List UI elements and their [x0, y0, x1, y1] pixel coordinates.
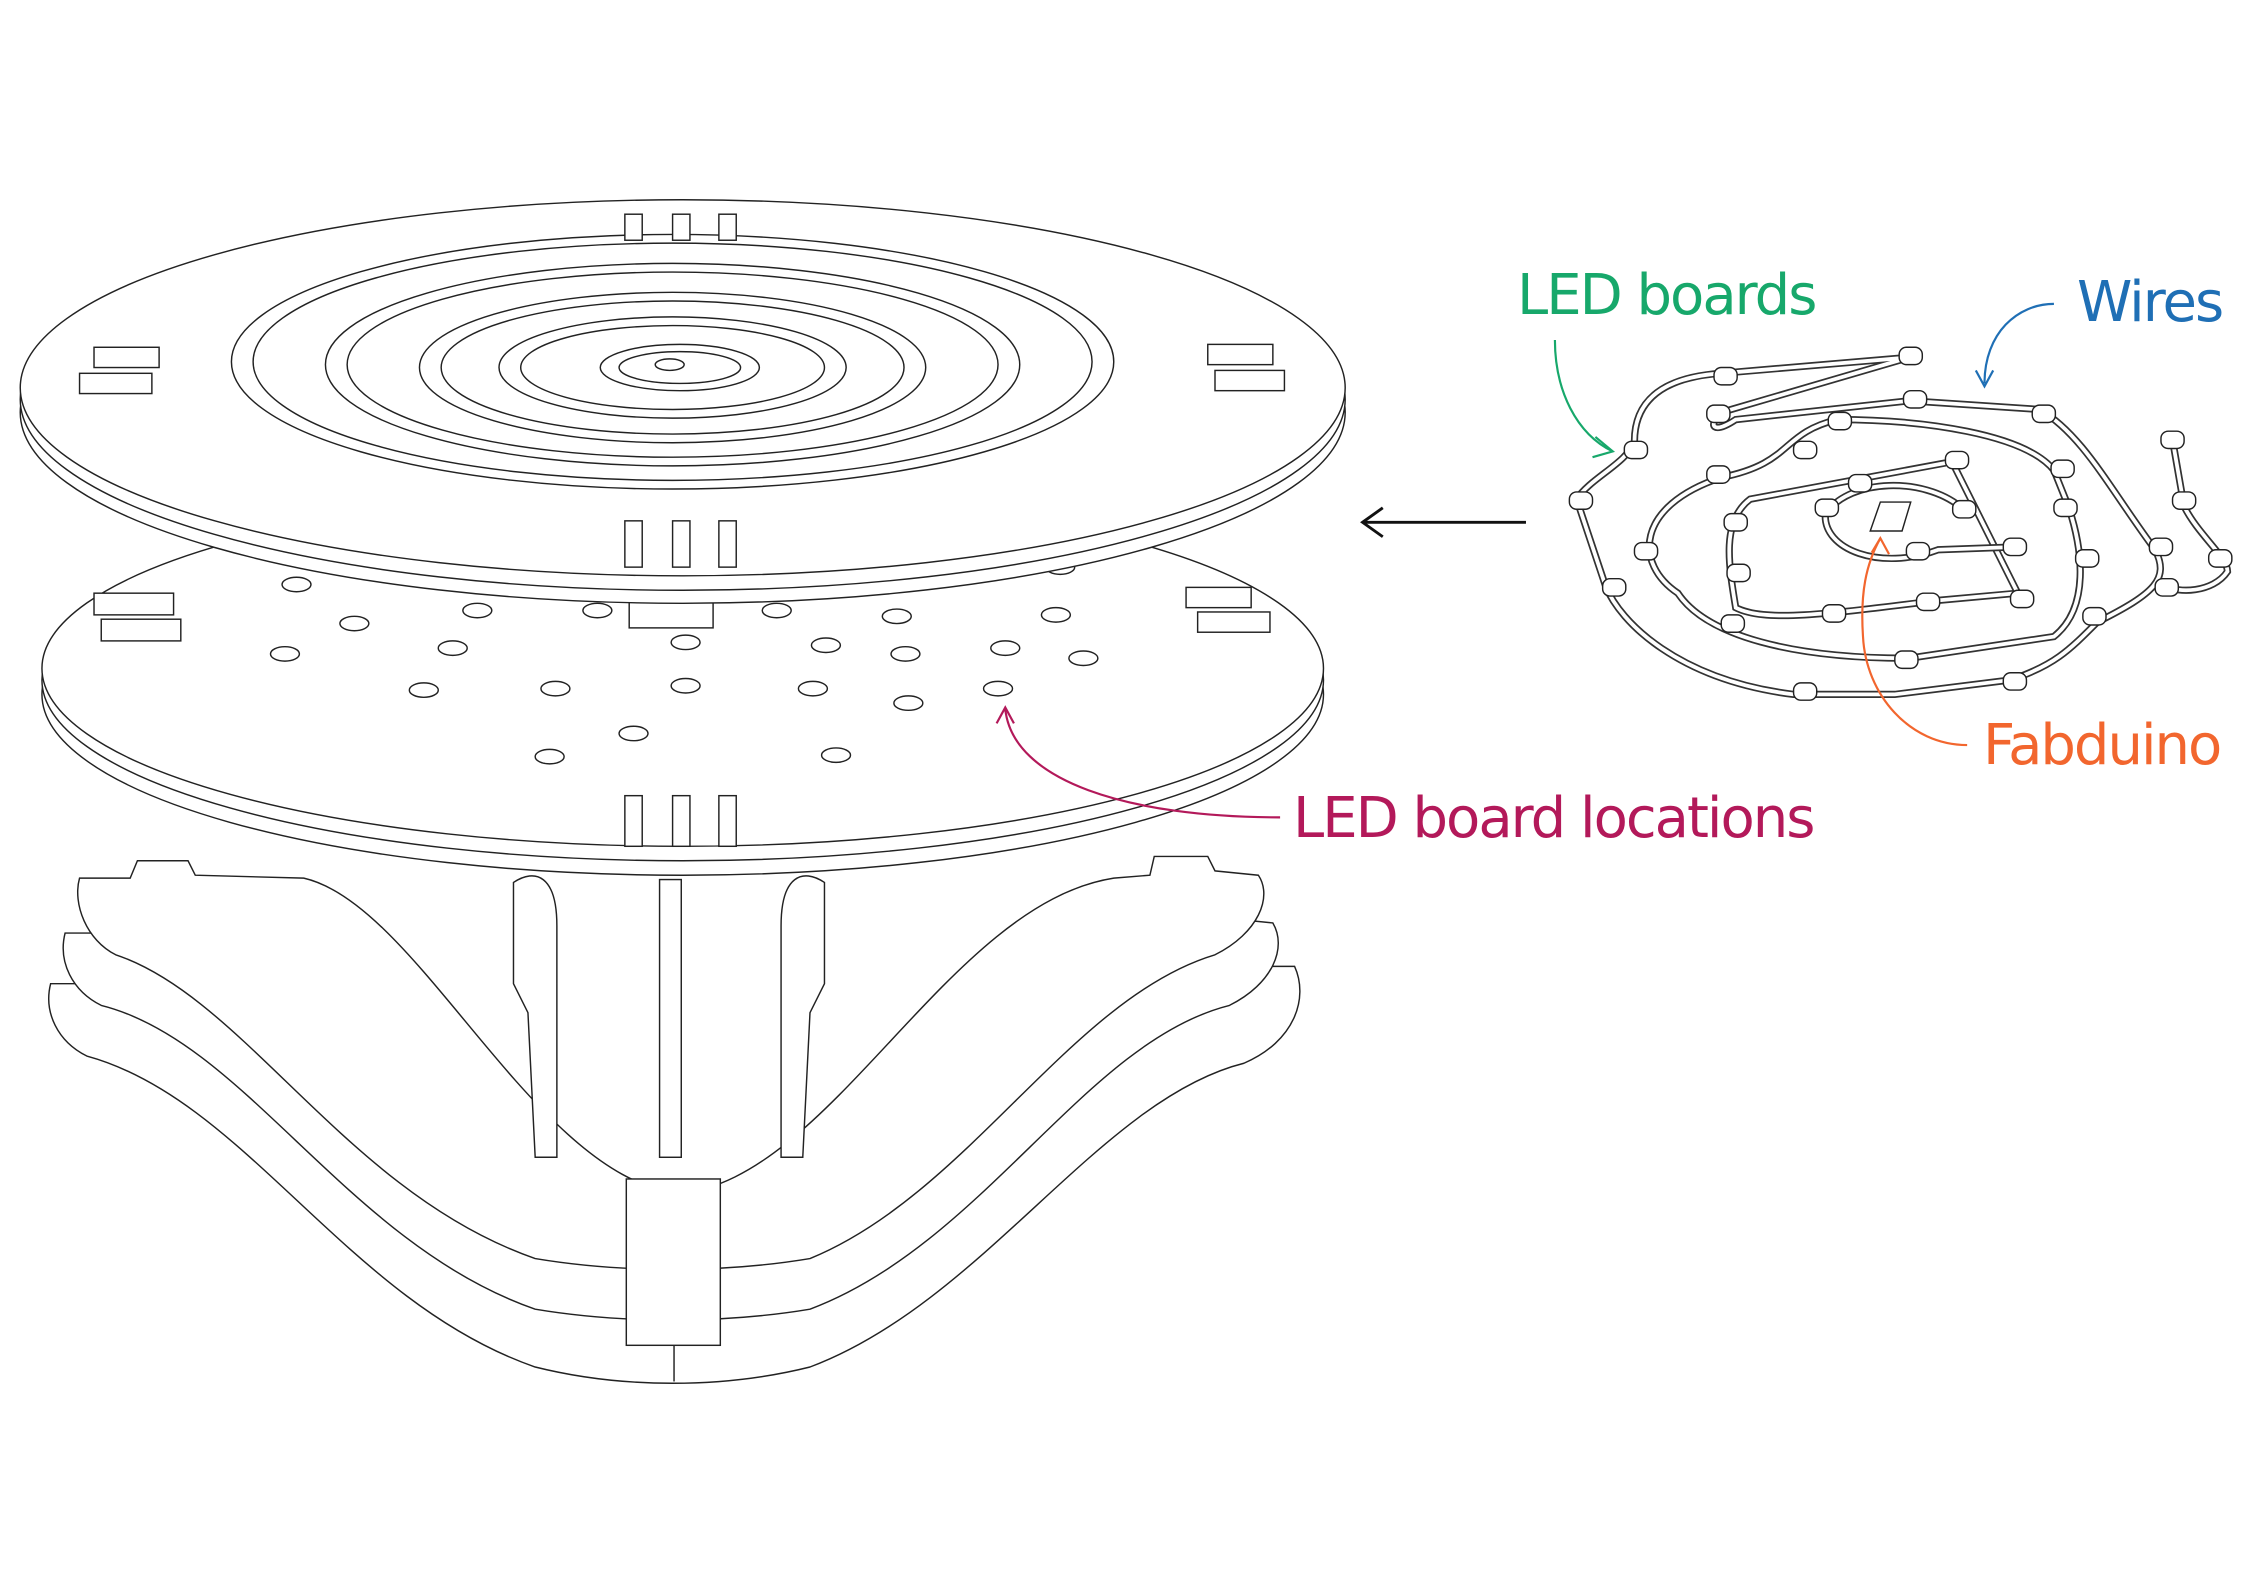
- fabduino-label: Fabduino: [1983, 713, 2222, 778]
- led-boards-callout-arrow: [1553, 340, 1614, 453]
- led-board-disk: [41, 489, 1325, 876]
- wires-callout-arrow: [1983, 302, 2054, 384]
- fabduino-callout-arrow: [1861, 537, 1968, 747]
- led-wire-spiral: [1568, 346, 2233, 701]
- maze-disk: [19, 199, 1346, 605]
- led-board-locations-callout-arrow: [1004, 708, 1281, 819]
- wires-label: Wires: [2077, 270, 2224, 335]
- led-boards-label: LED boards: [1517, 263, 1817, 328]
- led-board-locations-label: LED board locations: [1293, 786, 1815, 851]
- left-arrow-icon: [1360, 506, 1526, 538]
- base-layers: [48, 855, 1301, 1384]
